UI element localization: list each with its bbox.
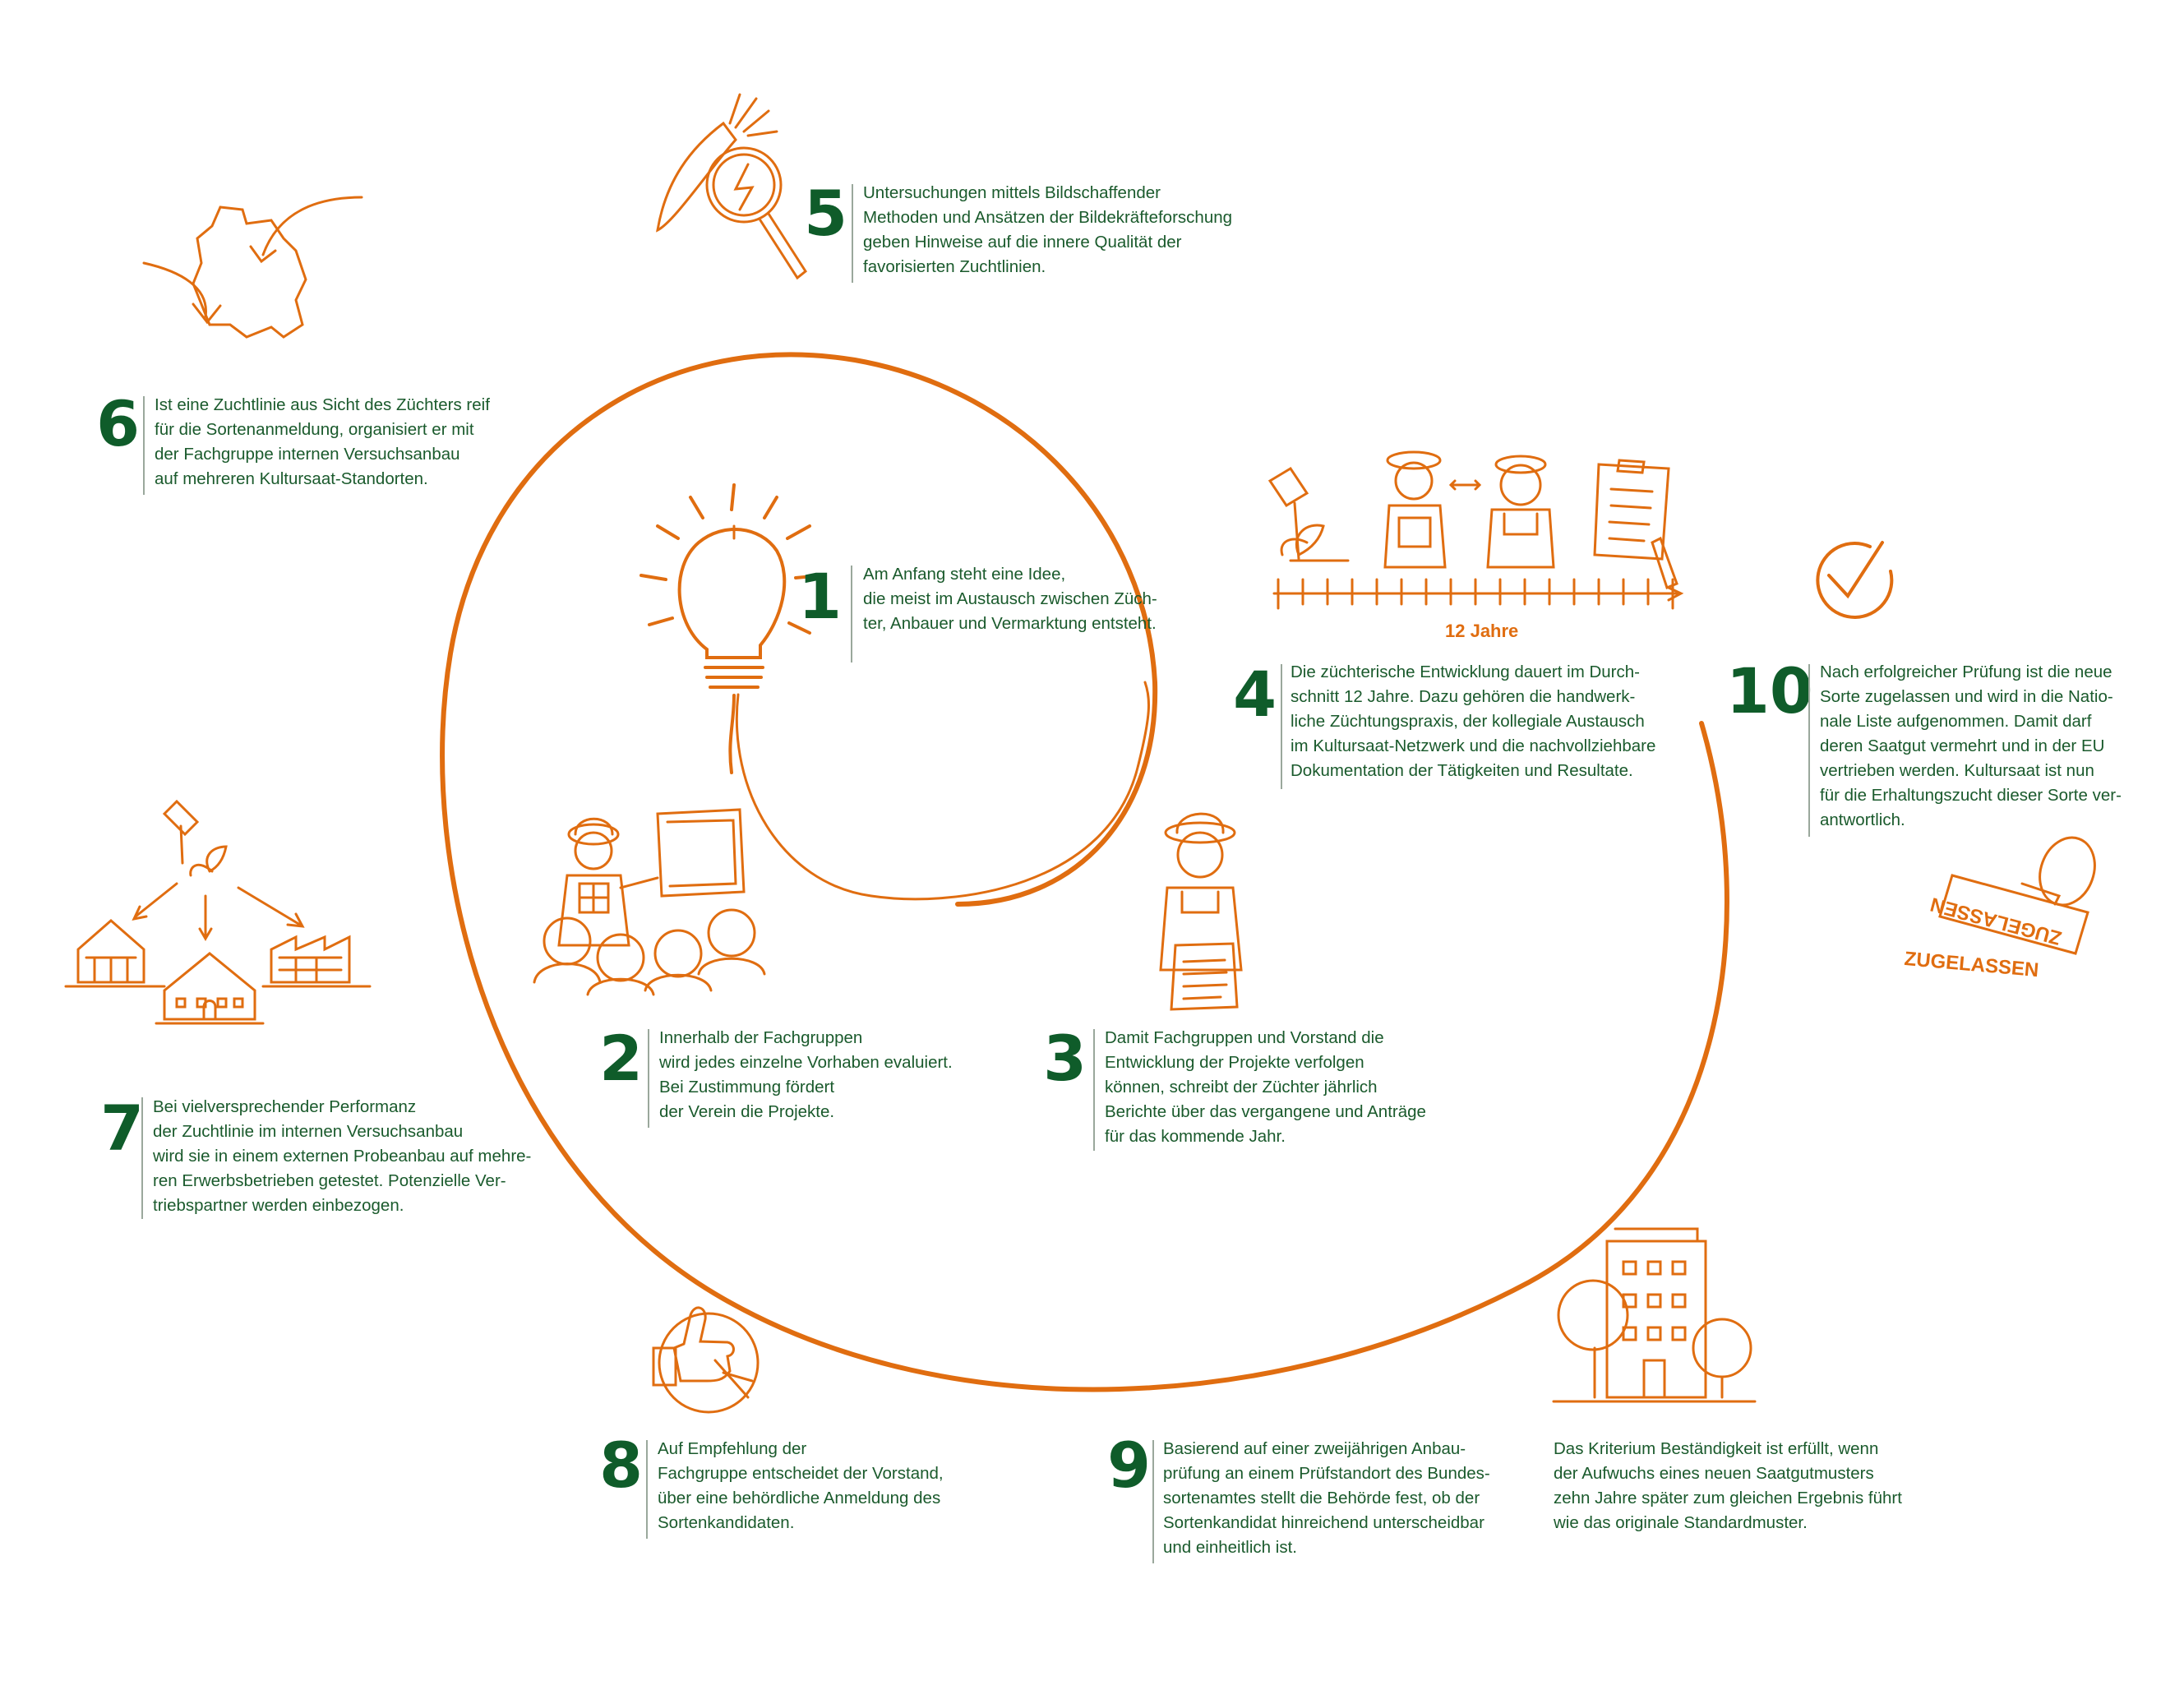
divider [141, 1097, 143, 1219]
presenter-icon [533, 808, 766, 996]
step-number: 7 [100, 1092, 144, 1165]
checkmark-icon [1816, 541, 1894, 619]
divider [648, 1029, 649, 1128]
stamp-icon: ZUGELASSEN [1928, 836, 2096, 955]
divider [852, 184, 853, 283]
step-number: 3 [1043, 1022, 1087, 1095]
spiral-path [440, 352, 1729, 1392]
divider [1808, 664, 1810, 837]
divider [1281, 664, 1282, 789]
step-number: 6 [96, 387, 140, 460]
divider [851, 566, 852, 663]
step-number: 4 [1233, 658, 1277, 731]
timeline-label: 12 Jahre [1445, 621, 1519, 641]
step-text: Ist eine Zuchtlinie aus Sicht des Züchte… [155, 395, 490, 488]
step-number: 10 [1726, 654, 1813, 727]
step-number: 8 [599, 1429, 643, 1502]
step-text: Am Anfang steht eine Idee,die meist im A… [863, 565, 1157, 633]
germany-map-icon [142, 196, 363, 339]
lightbulb-icon [640, 483, 824, 774]
thumbs-up-icon [652, 1306, 760, 1414]
step-text: Das Kriterium Beständigkeit ist erfüllt,… [1554, 1439, 1902, 1532]
step-number: 9 [1107, 1429, 1151, 1502]
step-text: Basierend auf einer zweijährigen Anbau-p… [1163, 1439, 1490, 1557]
step-number: 2 [599, 1022, 643, 1095]
farmer-report-icon [1159, 812, 1243, 1011]
step-number: 1 [798, 560, 842, 633]
timeline-icon [1267, 450, 1684, 610]
office-building-icon [1552, 1227, 1757, 1403]
step-text: Die züchterische Entwicklung dauert im D… [1291, 663, 1656, 780]
divider [646, 1440, 648, 1539]
farm-network-icon [64, 799, 372, 1025]
magnifier-carrot-icon [656, 93, 807, 280]
divider [143, 396, 145, 495]
step-number: 5 [804, 177, 847, 250]
divider [1093, 1029, 1095, 1151]
divider [1152, 1440, 1154, 1563]
